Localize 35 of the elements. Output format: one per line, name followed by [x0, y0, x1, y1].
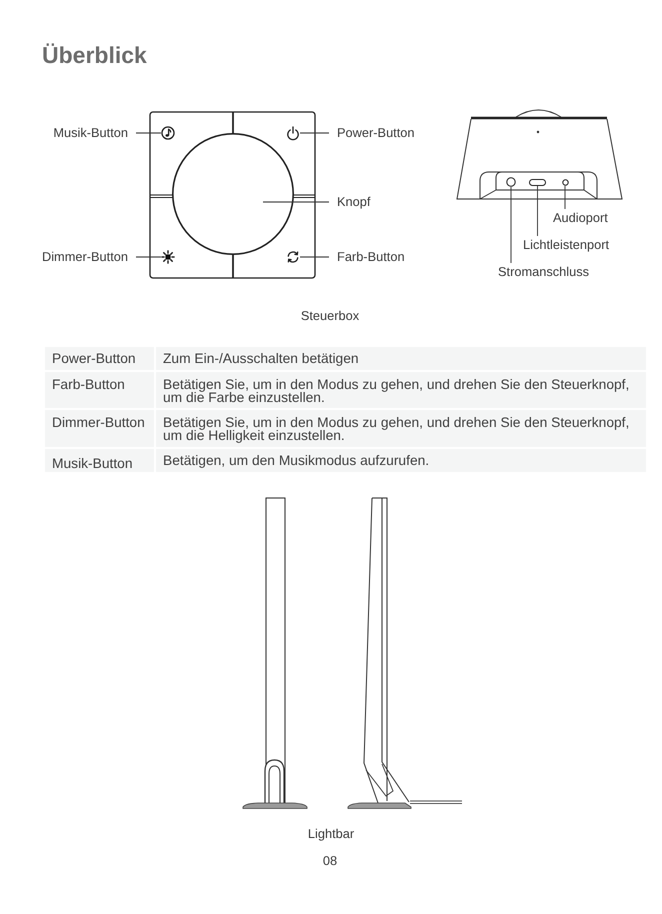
part-label: Farb-Button: [337, 249, 405, 265]
part-label: Stromanschluss: [498, 264, 590, 280]
feature-name-cell: Farb-Button: [45, 372, 154, 408]
description-cell: Betätigen Sie, um in den Modus zu gehen, und drehen Sie den Steuerknopf, um die Helligkeit einzustellen.: [156, 410, 646, 447]
circular-arrows-icon: [286, 250, 300, 264]
leader-line: [136, 132, 162, 134]
music-note-icon: [161, 126, 175, 140]
power-icon: [286, 126, 300, 140]
part-label: Power-Button: [337, 125, 415, 141]
description-cell: Betätigen, um den Musikmodus aufzurufen.: [156, 449, 646, 472]
part-label: Dimmer-Button: [42, 249, 128, 265]
page-number: 08: [322, 853, 338, 869]
feature-name-cell: Musik-Button: [45, 449, 154, 472]
power-socket: [506, 177, 516, 187]
page-title: Überblick: [42, 41, 147, 69]
leader-line: [510, 186, 512, 264]
feature-name-cell: Power-Button: [45, 347, 154, 370]
leader-line: [537, 186, 538, 236]
knob: [172, 133, 294, 255]
figure-caption: Steuerbox: [300, 308, 360, 324]
leader-line: [300, 256, 330, 258]
audio-jack: [562, 179, 568, 186]
description-cell: Zum Ein-/Ausschalten betätigen: [156, 347, 646, 370]
part-label: Lichtleistenport: [523, 237, 610, 253]
part-label: Audioport: [553, 210, 608, 226]
leader-line: [300, 132, 330, 134]
description-cell: Betätigen Sie, um in den Modus zu gehen, und drehen Sie den Steuerknopf, um die Farbe einzustellen.: [156, 372, 646, 408]
sun-icon: [161, 250, 175, 264]
part-label: Knopf: [337, 194, 370, 210]
figure-caption: Lightbar: [308, 826, 354, 842]
feature-name-cell: Dimmer-Button: [45, 410, 154, 447]
leader-line: [564, 186, 566, 210]
leader-line: [136, 256, 162, 258]
part-label: Musik-Button: [53, 125, 128, 141]
port-slot: [529, 179, 546, 186]
